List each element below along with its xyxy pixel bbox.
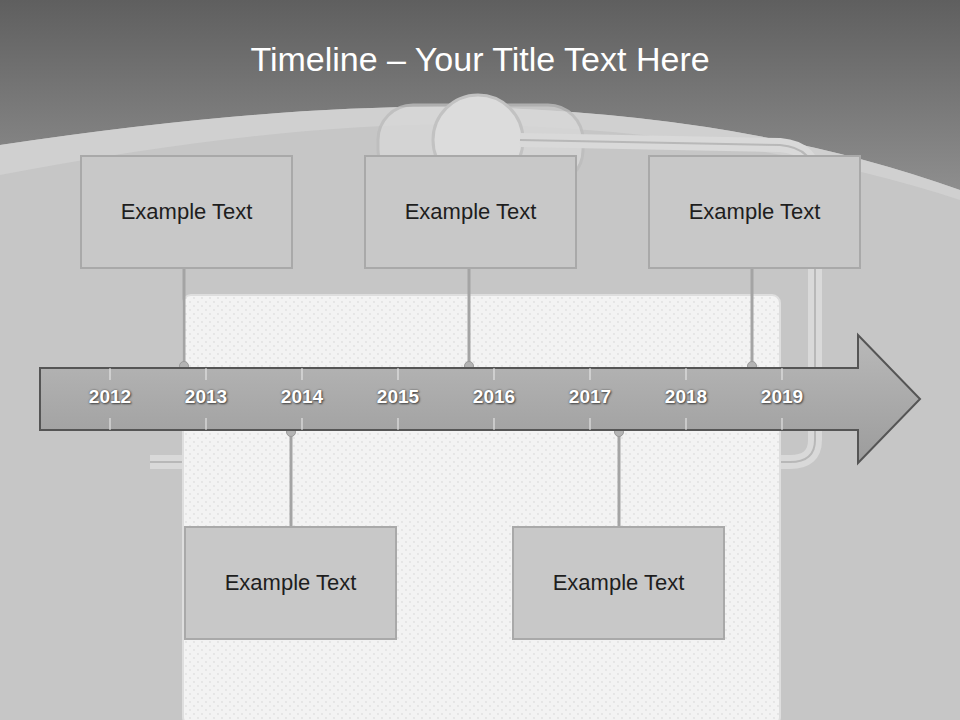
leader-line (180, 269, 189, 371)
year-label: 2019 (761, 386, 803, 408)
timeline-arrow: 2012 2013 2014 2015 2016 2017 2018 2019 (40, 368, 858, 430)
text-box: Example Text (512, 526, 725, 640)
paper-roll (183, 295, 780, 720)
leader-path (468, 269, 471, 366)
tick-mark (110, 368, 111, 380)
tick-mark (686, 368, 687, 380)
slide-title: Timeline – Your Title Text Here (0, 40, 960, 79)
year-label: 2013 (185, 386, 227, 408)
box-text: Example Text (689, 199, 821, 225)
tick-mark (782, 368, 783, 380)
tick-mark (206, 368, 207, 380)
tick-mark (206, 418, 207, 430)
leader-path (290, 432, 293, 526)
tick-mark (494, 418, 495, 430)
year-label: 2018 (665, 386, 707, 408)
leader-path (183, 269, 186, 366)
text-box: Example Text (80, 155, 293, 269)
leader-line (287, 428, 296, 527)
year-label: 2012 (89, 386, 131, 408)
tick-mark (590, 418, 591, 430)
arrow-body (40, 335, 920, 463)
tick-mark (590, 368, 591, 380)
tick-mark (494, 368, 495, 380)
year-label: 2017 (569, 386, 611, 408)
tick-mark (110, 418, 111, 430)
year-label: 2015 (377, 386, 419, 408)
leader-line (748, 269, 757, 371)
year-label: 2016 (473, 386, 515, 408)
tick-mark (398, 368, 399, 380)
text-box: Example Text (648, 155, 861, 269)
tick-mark (398, 418, 399, 430)
box-text: Example Text (405, 199, 537, 225)
text-box: Example Text (364, 155, 577, 269)
leader-line (465, 269, 474, 371)
text-box: Example Text (184, 526, 397, 640)
box-text: Example Text (553, 570, 685, 596)
leader-path (618, 432, 621, 526)
leader-line (615, 428, 624, 527)
year-label: 2014 (281, 386, 323, 408)
tick-mark (302, 418, 303, 430)
box-text: Example Text (225, 570, 357, 596)
leader-path (751, 269, 754, 366)
tick-mark (302, 368, 303, 380)
box-text: Example Text (121, 199, 253, 225)
tick-mark (782, 418, 783, 430)
tick-mark (686, 418, 687, 430)
